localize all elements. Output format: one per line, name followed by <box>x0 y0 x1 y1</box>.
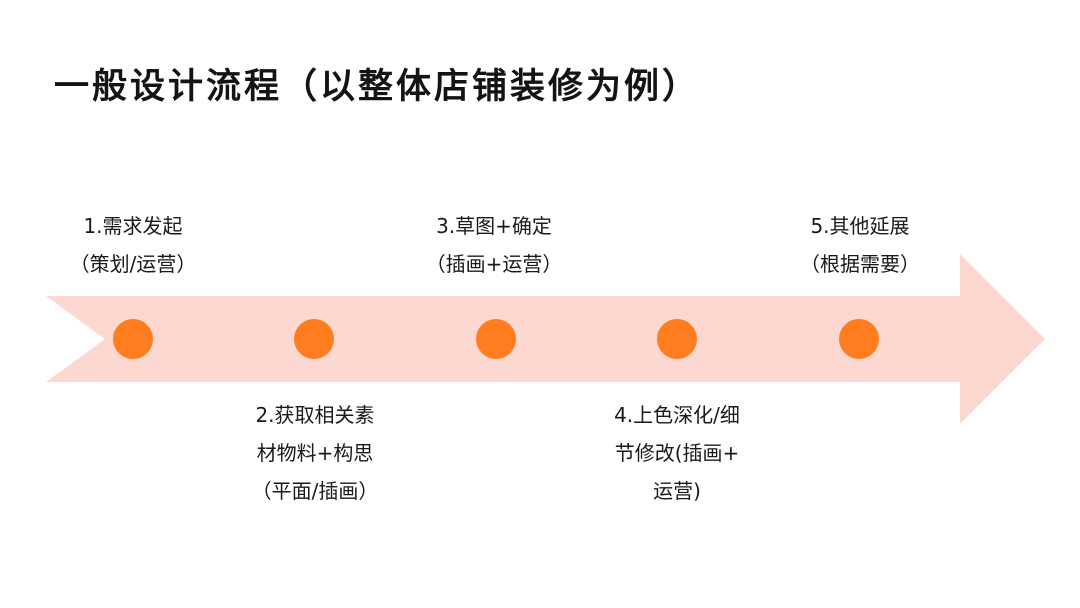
step-3-line-2: （插画+运营） <box>425 252 563 276</box>
step-4-line-3: 运营) <box>653 479 701 503</box>
step-2-line-1: 2.获取相关素 <box>255 403 375 427</box>
step-4-dot <box>657 319 697 359</box>
step-1-line-1: 1.需求发起 <box>83 214 183 238</box>
step-5-line-1: 5.其他延展 <box>810 214 910 238</box>
step-4-line-2: 节修改(插画+ <box>614 441 740 465</box>
step-2-line-2: 材物料+构思 <box>256 441 374 465</box>
step-2-line-3: （平面/插画） <box>251 479 379 503</box>
step-5-dot <box>839 319 879 359</box>
step-2-dot <box>294 319 334 359</box>
step-4-line-1: 4.上色深化/细 <box>614 403 740 427</box>
arrow-shape <box>46 254 1045 424</box>
step-4-label: 4.上色深化/细 节修改(插画+ 运营) <box>582 396 772 510</box>
step-5-label: 5.其他延展 （根据需要） <box>765 207 955 283</box>
step-1-label: 1.需求发起 （策划/运营） <box>38 207 228 283</box>
step-3-label: 3.草图+确定 （插画+运营） <box>399 207 589 283</box>
step-3-line-1: 3.草图+确定 <box>436 214 552 238</box>
step-3-dot <box>476 319 516 359</box>
step-1-line-2: （策划/运营） <box>69 252 197 276</box>
page-title: 一般设计流程（以整体店铺装修为例） <box>54 67 701 107</box>
step-5-line-2: （根据需要） <box>800 252 920 276</box>
step-2-label: 2.获取相关素 材物料+构思 （平面/插画） <box>220 396 410 510</box>
step-1-dot <box>113 319 153 359</box>
